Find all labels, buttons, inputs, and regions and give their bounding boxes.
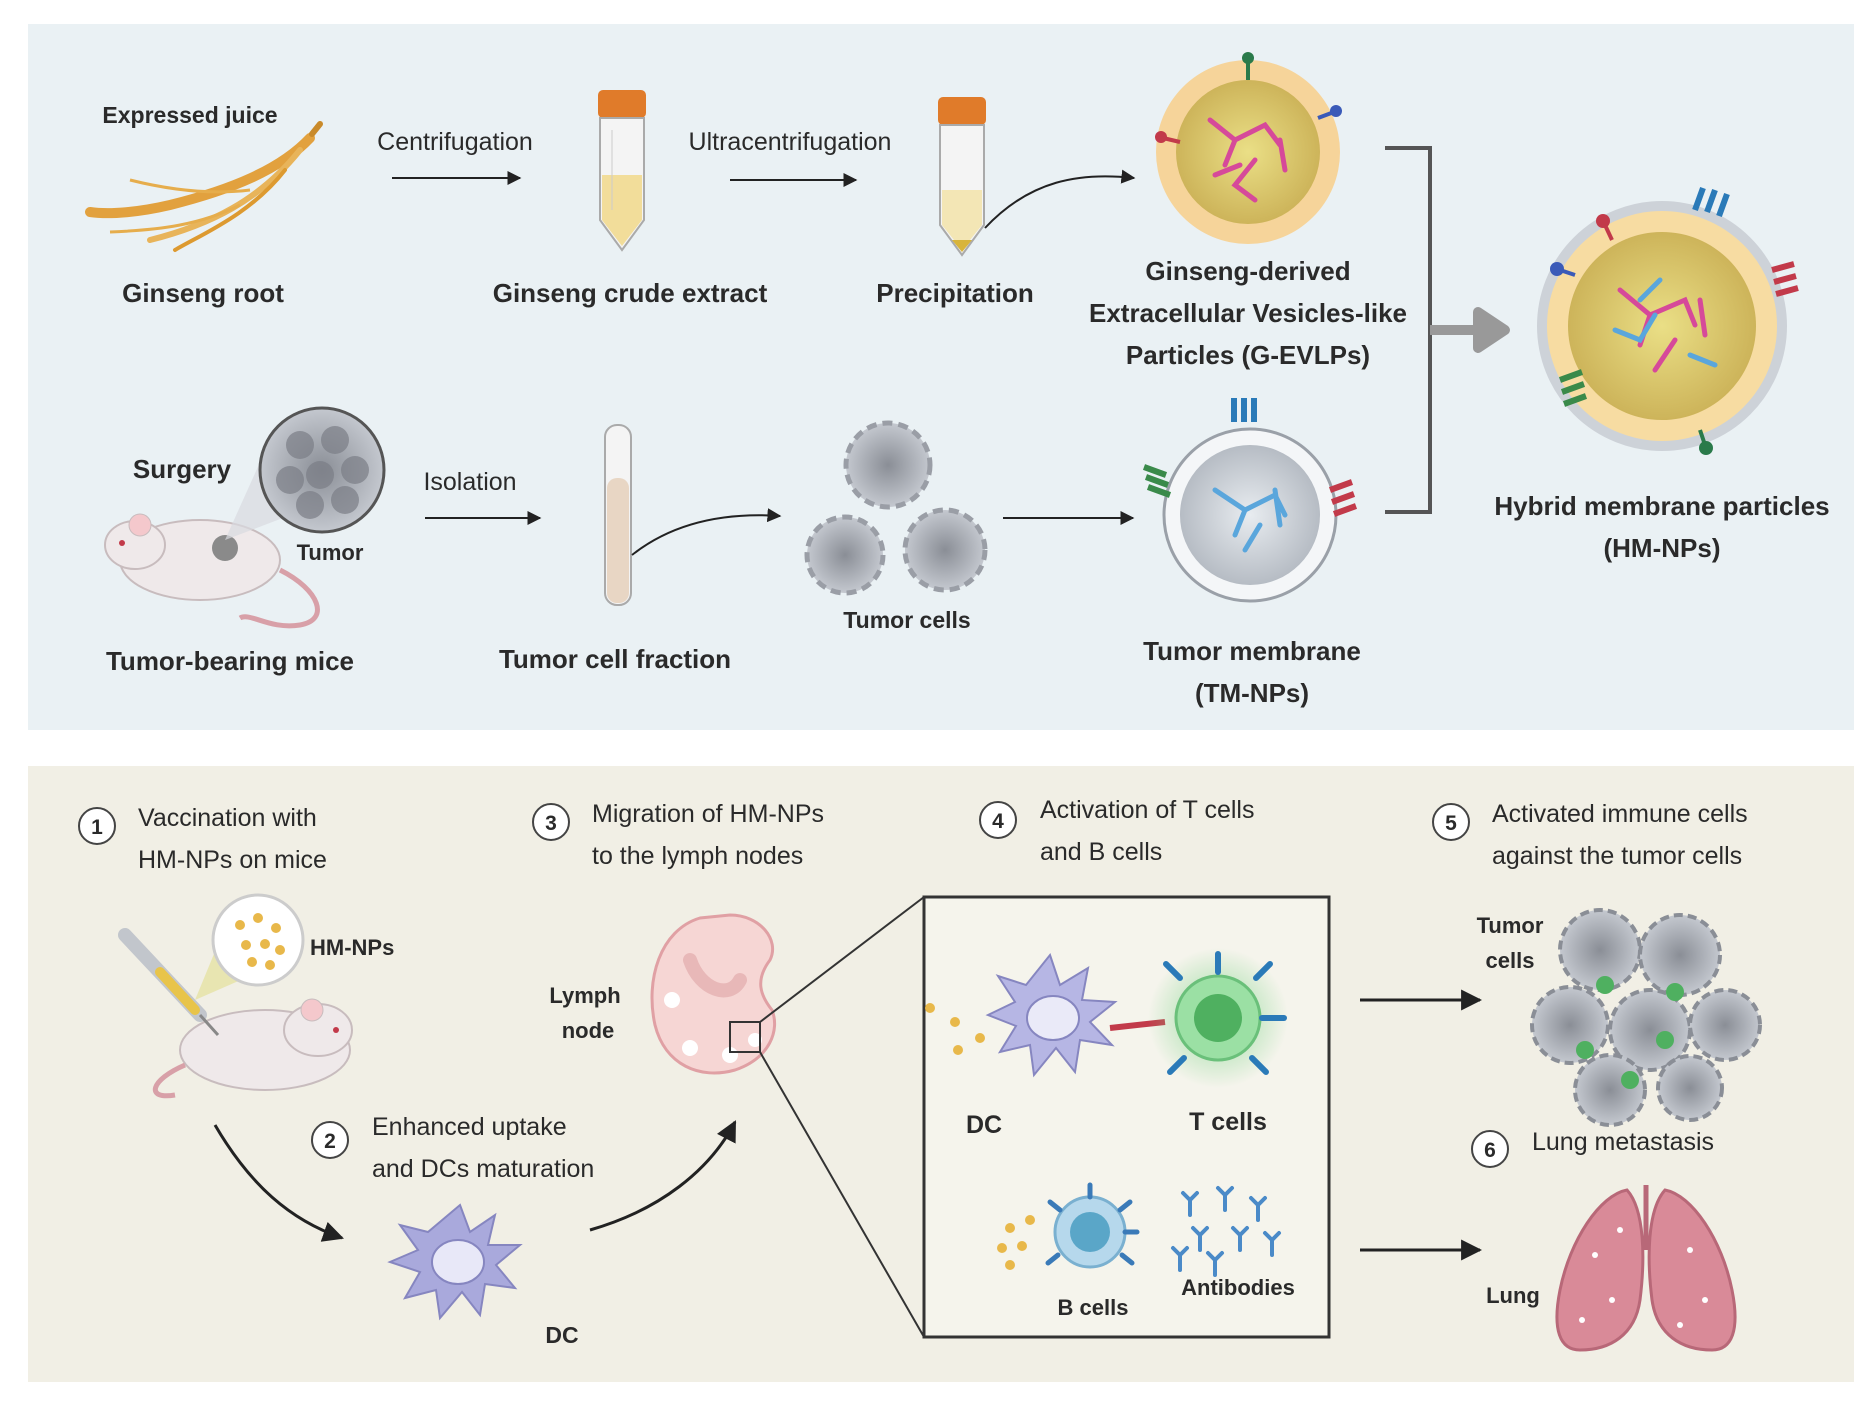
tm-np-particle-icon	[1142, 398, 1358, 603]
hm-nps-label: HM-NPs	[310, 935, 394, 960]
dc-label: DC	[545, 1322, 578, 1348]
ultracentrifugation-label: Ultracentrifugation	[689, 128, 892, 156]
tm-np-label-line2: (TM-NPs)	[1195, 678, 1309, 708]
lymph-node-icon	[650, 913, 777, 1075]
step-4: 4 Activation of T cells and B cells	[979, 796, 1254, 866]
b-cells-label: B cells	[1058, 1295, 1129, 1320]
gevlp-label-line3: Particles (G-EVLPs)	[1126, 340, 1370, 370]
tumor-cells-label-line2: cells	[1486, 948, 1535, 973]
arrow-precipitation-to-gevlp	[984, 169, 1136, 229]
zoom-box-marker	[729, 1021, 761, 1053]
step-3-line1: Migration of HM-NPs	[592, 800, 824, 828]
dc-box-label: DC	[966, 1111, 1002, 1139]
step-3-line2: to the lymph nodes	[592, 842, 803, 870]
step-5-number: 5	[1445, 812, 1457, 835]
step-3-number: 3	[545, 812, 557, 835]
dendritic-cell-icon	[387, 1203, 523, 1321]
arrow-mouse-to-dc	[213, 1124, 344, 1242]
lymph-label: Lymph	[549, 983, 620, 1008]
isolation-label: Isolation	[423, 468, 516, 496]
ginseng-root-icon	[85, 121, 323, 252]
b-cell-icon	[997, 1182, 1140, 1270]
step-4-number: 4	[992, 810, 1004, 833]
hm-nps-zoom-icon	[211, 893, 305, 987]
zoom-line-bottom	[759, 1051, 925, 1338]
step-1-line1: Vaccination with	[138, 804, 317, 832]
tumor-cells-label: Tumor cells	[843, 607, 970, 633]
precipitation-label: Precipitation	[876, 278, 1033, 308]
step-2: 2 Enhanced uptake and DCs maturation	[311, 1113, 594, 1183]
tube-crude-extract-icon	[598, 90, 646, 252]
step-2-line2: and DCs maturation	[372, 1155, 594, 1183]
step-3: 3 Migration of HM-NPs to the lymph nodes	[532, 800, 824, 870]
step-4-line2: and B cells	[1040, 838, 1162, 866]
step-6-number: 6	[1484, 1139, 1496, 1162]
step-5-line2: against the tumor cells	[1492, 842, 1742, 870]
step-1-line2: HM-NPs on mice	[138, 846, 327, 874]
step-4-line1: Activation of T cells	[1040, 796, 1254, 824]
expressed-juice-label: Expressed juice	[102, 102, 277, 128]
step-2-line1: Enhanced uptake	[372, 1113, 567, 1141]
tumor-cell-fraction-label: Tumor cell fraction	[499, 644, 731, 674]
arrow-fraction-to-cells	[631, 508, 782, 556]
tumor-bearing-mice-label: Tumor-bearing mice	[106, 646, 354, 676]
step-5: 5 Activated immune cells against the tum…	[1432, 800, 1748, 870]
zoom-line-top	[759, 896, 925, 1023]
hm-np-particle-icon	[1537, 186, 1799, 455]
step-1-number: 1	[91, 816, 103, 839]
gevlp-particle-icon	[1155, 52, 1342, 244]
step-6: 6 Lung metastasis	[1471, 1128, 1714, 1168]
vaccinated-mouse-icon	[152, 998, 353, 1099]
tm-np-label-line1: Tumor membrane	[1143, 636, 1361, 666]
tumor-cells-label-line1: Tumor	[1477, 913, 1544, 938]
merge-arrow	[1430, 307, 1510, 353]
hm-np-label-line1: Hybrid membrane particles	[1494, 491, 1829, 521]
step-6-line1: Lung metastasis	[1532, 1128, 1714, 1156]
tumor-tissue-zoom-icon	[258, 406, 386, 534]
tumor-cells-icon	[804, 420, 988, 596]
arrow-dc-to-lymph	[589, 1120, 737, 1232]
hm-np-label-line2: (HM-NPs)	[1604, 533, 1721, 563]
t-cells-label: T cells	[1189, 1108, 1267, 1136]
tube-precipitation-icon	[938, 97, 986, 257]
step-1: 1 Vaccination with HM-NPs on mice	[78, 804, 327, 874]
tube-tumor-cell-fraction-icon	[604, 424, 632, 606]
step-2-number: 2	[324, 1130, 336, 1153]
syringe-icon	[118, 928, 220, 1037]
tumor-cluster-icon	[1530, 908, 1762, 1127]
ginseng-root-label: Ginseng root	[122, 278, 284, 308]
tumor-bearing-mouse-icon	[104, 513, 320, 629]
antibodies-label: Antibodies	[1181, 1275, 1295, 1300]
crude-extract-label: Ginseng crude extract	[493, 278, 768, 308]
tumor-label: Tumor	[297, 540, 364, 565]
node-label: node	[562, 1018, 615, 1043]
lung-icon	[1555, 1185, 1737, 1352]
centrifugation-label: Centrifugation	[377, 128, 533, 156]
step-5-line1: Activated immune cells	[1492, 800, 1748, 828]
t-cell-icon	[1148, 948, 1288, 1088]
lung-label: Lung	[1486, 1283, 1540, 1308]
antibodies-icon	[1171, 1186, 1281, 1277]
gevlp-label-line2: Extracellular Vesicles-like	[1089, 298, 1407, 328]
surgery-label: Surgery	[133, 454, 232, 484]
gevlp-label-line1: Ginseng-derived	[1145, 256, 1350, 286]
